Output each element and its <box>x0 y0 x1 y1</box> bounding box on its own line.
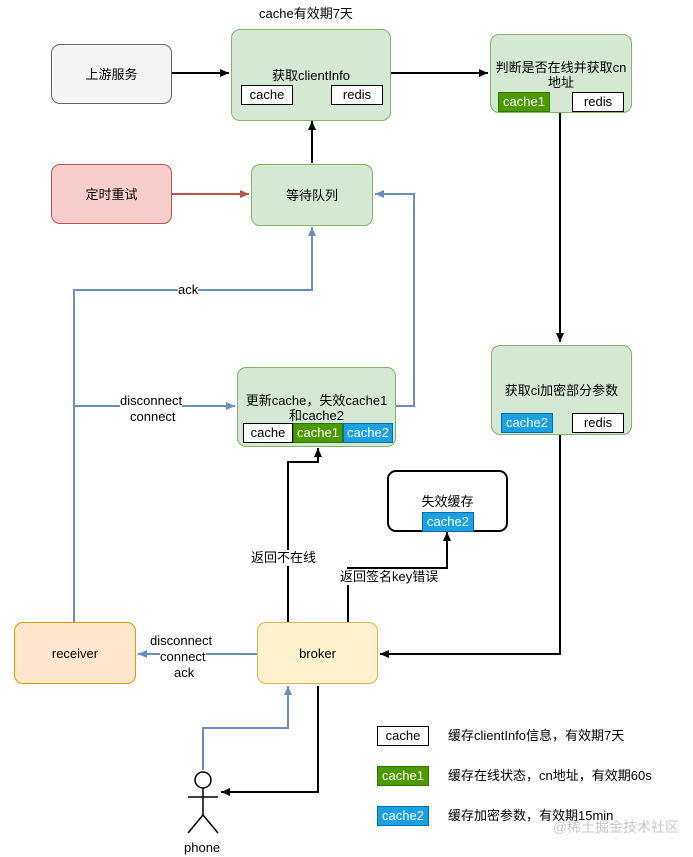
chip-cache1: cache1 <box>293 423 343 443</box>
chip-cache: cache <box>241 85 293 105</box>
get-clientinfo-label: 获取clientInfo <box>271 68 351 83</box>
wait-queue-node: 等待队列 <box>251 164 373 226</box>
chip-cache2: cache2 <box>501 413 553 433</box>
chip-cache: cache <box>243 423 293 443</box>
chip-cache1: cache1 <box>498 92 550 112</box>
legend-text-cache2: 缓存加密参数，有效期15min <box>448 808 614 823</box>
chip-redis: redis <box>572 413 624 433</box>
edge-label-not-online: 返回不在线 <box>251 550 317 566</box>
scheduled-retry-label: 定时重试 <box>85 187 138 202</box>
chip-cache2: cache2 <box>422 512 474 532</box>
edge-label-connect: connect <box>130 409 176 425</box>
get-encrypt-params-node: 获取ci加密部分参数 cache2 redis <box>491 345 632 435</box>
edge-label-broker-connect: connect <box>160 649 206 665</box>
broker-node: broker <box>257 622 378 684</box>
legend-chip-cache: cache <box>377 726 429 746</box>
invalidate-cache-node: 失效缓存 cache2 <box>387 470 508 532</box>
edge-broker-to-invalidate <box>347 532 451 622</box>
phone-label: phone <box>184 840 221 855</box>
watermark: @稀土掘金技术社区 <box>552 819 679 835</box>
edge-label-broker-ack: ack <box>174 665 195 681</box>
receiver-node: receiver <box>14 622 136 684</box>
phone-actor-icon <box>187 771 219 834</box>
wait-queue-label: 等待队列 <box>285 188 338 203</box>
chip-redis: redis <box>331 85 383 105</box>
edge-label-sign-error: 返回签名key错误 <box>340 569 439 585</box>
edge-broker-to-phone <box>221 686 319 796</box>
edge-encrypt-to-broker <box>380 435 561 658</box>
get-clientinfo-node: 获取clientInfo cache redis <box>231 29 391 121</box>
upstream-service-label: 上游服务 <box>85 67 138 82</box>
update-cache-label: 更新cache，失效cache1和cache2 <box>245 393 388 423</box>
edge-update-to-queue <box>375 190 415 407</box>
get-encrypt-params-label: 获取ci加密部分参数 <box>504 383 619 398</box>
update-cache-node: 更新cache，失效cache1和cache2 cache cache1 cac… <box>237 367 396 447</box>
legend-chip-cache2: cache2 <box>377 806 429 826</box>
upstream-service-node: 上游服务 <box>51 44 172 104</box>
scheduled-retry-node: 定时重试 <box>51 164 172 224</box>
check-online-label: 判断是否在线并获取cn地址 <box>495 60 627 90</box>
legend-chip-cache1: cache1 <box>377 766 429 786</box>
chip-cache2: cache2 <box>343 423 393 443</box>
edge-phone-to-broker <box>202 686 292 770</box>
broker-label: broker <box>299 646 336 661</box>
legend-text-cache: 缓存clientInfo信息，有效期7天 <box>448 728 625 743</box>
edge-label-ack: ack <box>178 282 199 298</box>
edge-broker-to-update <box>287 448 322 622</box>
edge-label-disconnect: disconnect <box>120 393 183 409</box>
cache-ttl-note: cache有效期7天 <box>259 6 353 21</box>
edge-label-broker-disconnect: disconnect <box>150 633 213 649</box>
check-online-node: 判断是否在线并获取cn地址 cache1 redis <box>490 34 632 113</box>
invalidate-cache-label: 失效缓存 <box>421 494 474 509</box>
legend-text-cache1: 缓存在线状态，cn地址，有效期60s <box>448 768 652 783</box>
chip-redis: redis <box>572 92 624 112</box>
receiver-label: receiver <box>51 646 99 661</box>
